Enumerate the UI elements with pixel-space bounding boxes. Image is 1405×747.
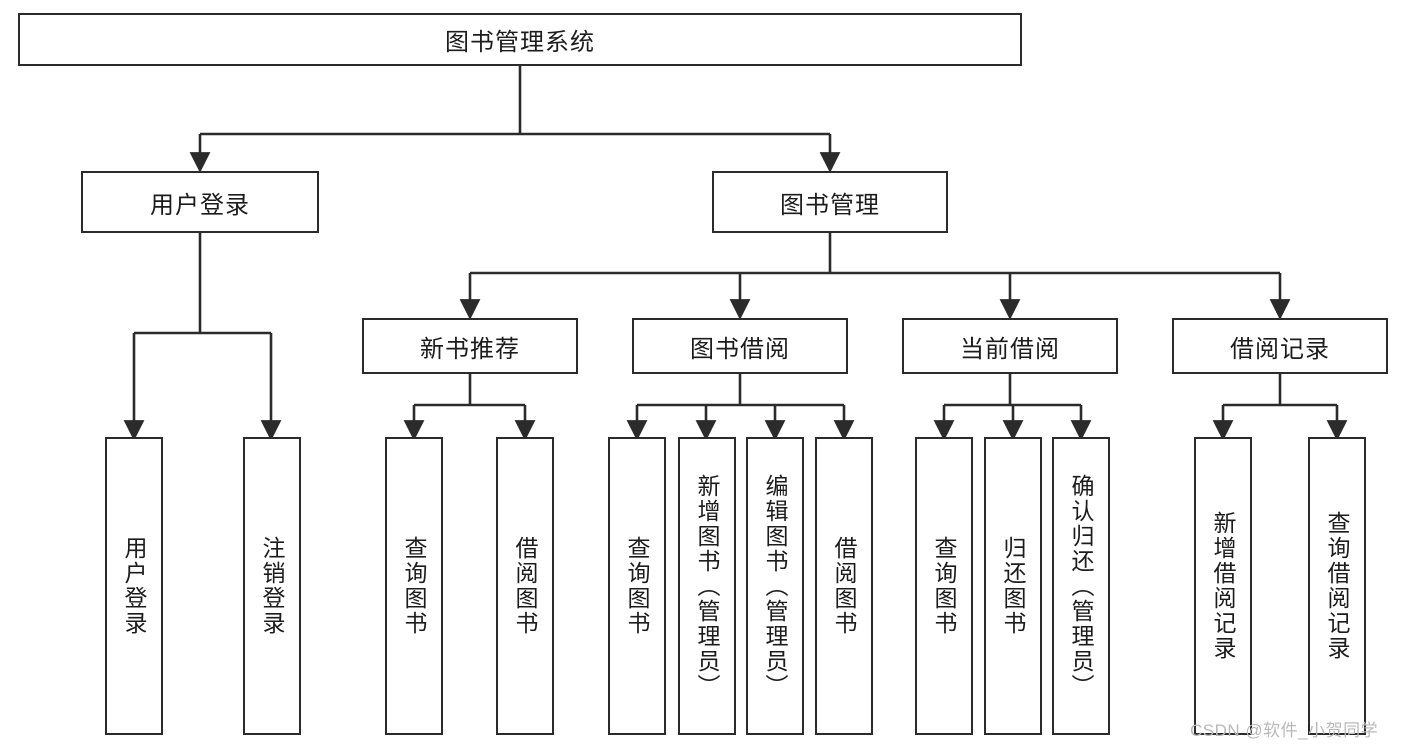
node-leaf-borrow-book-2[interactable]: 借阅图书 — [815, 437, 873, 735]
node-new-book-rec-label: 新书推荐 — [420, 335, 520, 363]
node-leaf-user-login[interactable]: 用户登录 — [105, 437, 163, 735]
node-current-borrow[interactable]: 当前借阅 — [902, 318, 1118, 374]
node-borrow-record-label: 借阅记录 — [1230, 335, 1330, 363]
node-book-borrow[interactable]: 图书借阅 — [632, 318, 848, 374]
node-book-manage[interactable]: 图书管理 — [712, 171, 948, 233]
node-book-manage-label: 图书管理 — [780, 191, 880, 219]
node-leaf-borrow-book-2-label: 借阅图书 — [831, 536, 858, 636]
node-leaf-confirm-return-label: 确认归还（管理员） — [1068, 473, 1095, 699]
node-leaf-borrow-book-1[interactable]: 借阅图书 — [496, 437, 554, 735]
node-book-borrow-label: 图书借阅 — [690, 335, 790, 363]
node-leaf-query-book-1-label: 查询图书 — [401, 536, 428, 636]
node-leaf-return-book[interactable]: 归还图书 — [984, 437, 1042, 735]
node-leaf-borrow-book-1-label: 借阅图书 — [512, 536, 539, 636]
node-user-login[interactable]: 用户登录 — [81, 171, 319, 233]
node-current-borrow-label: 当前借阅 — [960, 335, 1060, 363]
node-leaf-user-login-label: 用户登录 — [121, 536, 148, 636]
node-leaf-edit-book-label: 编辑图书（管理员） — [762, 473, 789, 699]
node-borrow-record[interactable]: 借阅记录 — [1172, 318, 1388, 374]
node-new-book-rec[interactable]: 新书推荐 — [362, 318, 578, 374]
node-leaf-query-book-3[interactable]: 查询图书 — [915, 437, 973, 735]
node-leaf-add-record-label: 新增借阅记录 — [1210, 511, 1237, 661]
node-leaf-query-book-2[interactable]: 查询图书 — [608, 437, 666, 735]
node-leaf-query-book-3-label: 查询图书 — [931, 536, 958, 636]
node-user-login-label: 用户登录 — [150, 191, 250, 219]
node-leaf-add-book[interactable]: 新增图书（管理员） — [678, 437, 736, 735]
node-leaf-add-book-label: 新增图书（管理员） — [694, 473, 721, 699]
node-leaf-query-record-label: 查询借阅记录 — [1324, 511, 1351, 661]
node-leaf-return-book-label: 归还图书 — [1000, 536, 1027, 636]
node-leaf-query-book-2-label: 查询图书 — [624, 536, 651, 636]
node-leaf-query-record[interactable]: 查询借阅记录 — [1308, 437, 1366, 735]
node-leaf-edit-book[interactable]: 编辑图书（管理员） — [746, 437, 804, 735]
node-root-label: 图书管理系统 — [445, 29, 595, 56]
node-leaf-confirm-return[interactable]: 确认归还（管理员） — [1052, 437, 1110, 735]
node-root[interactable]: 图书管理系统 — [18, 13, 1022, 66]
node-leaf-user-logout-label: 注销登录 — [259, 536, 286, 636]
node-leaf-query-book-1[interactable]: 查询图书 — [385, 437, 443, 735]
csdn-watermark: CSDN @软件_小贺同学 — [1190, 721, 1379, 740]
node-leaf-add-record[interactable]: 新增借阅记录 — [1194, 437, 1252, 735]
node-leaf-user-logout[interactable]: 注销登录 — [243, 437, 301, 735]
